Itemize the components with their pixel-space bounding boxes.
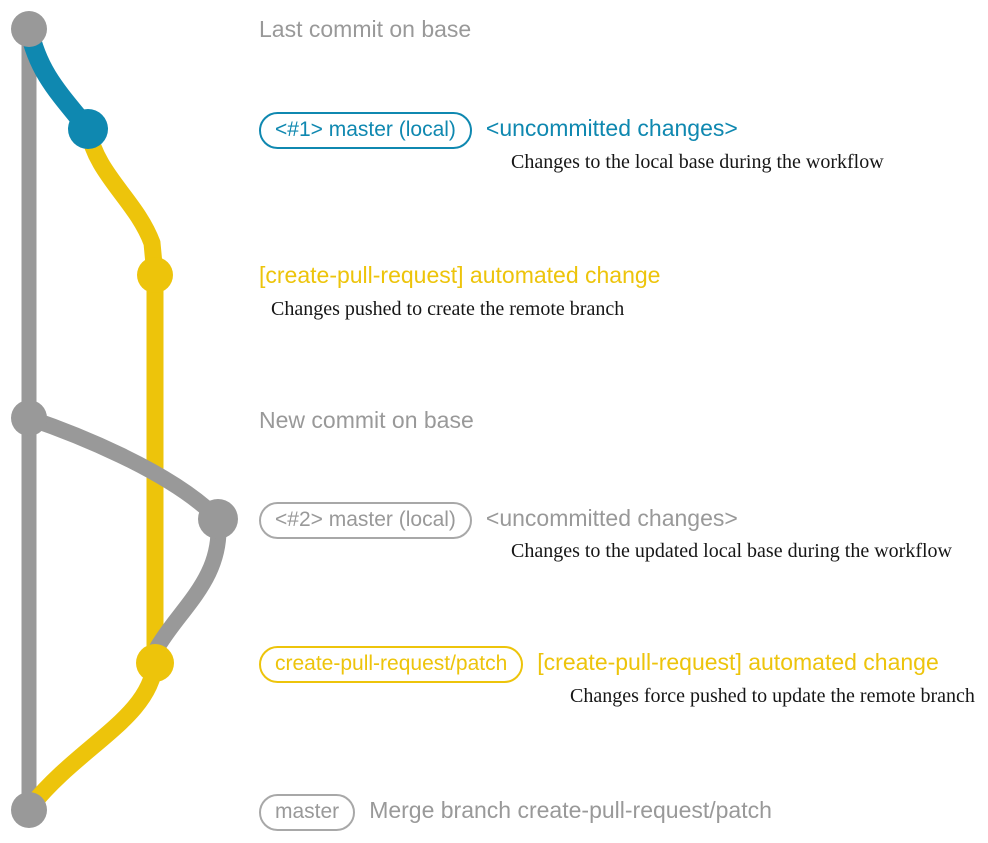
local-branch-line-2 — [21, 410, 226, 527]
headline-new-commit-on-base: New commit on base — [259, 407, 474, 433]
subtext-local-master-1: Changes to the local base during the wor… — [511, 151, 884, 173]
headline-merge-branch: Merge branch create-pull-request/patch — [369, 797, 772, 823]
branch-pill-local-master-2[interactable]: <#2> master (local) — [259, 502, 472, 539]
node-merge-commit — [11, 792, 47, 828]
row-new-commit-on-base: New commit on base — [259, 409, 474, 432]
headline-last-commit-on-base: Last commit on base — [259, 16, 472, 42]
headline-automated-change-2: [create-pull-request] automated change — [537, 649, 939, 675]
row-local-master-2: <#2> master (local) <uncommitted changes… — [259, 502, 738, 539]
node-local-commit-1 — [68, 109, 108, 149]
node-base-commit-top — [11, 11, 47, 47]
node-local-commit-2 — [198, 499, 238, 539]
row-automated-change-2: create-pull-request/patch [create-pull-r… — [259, 646, 939, 683]
headline-uncommitted-changes-2: <uncommitted changes> — [485, 505, 738, 531]
remote-branch-line-1 — [79, 120, 164, 672]
local-to-remote-line-2 — [149, 511, 227, 656]
row-merge-branch: master Merge branch create-pull-request/… — [259, 794, 772, 831]
branch-pill-create-pull-request-patch[interactable]: create-pull-request/patch — [259, 646, 524, 683]
commit-graph — [11, 11, 238, 828]
branch-pill-master[interactable]: master — [259, 794, 356, 831]
subtext-automated-change-2: Changes force pushed to update the remot… — [570, 685, 975, 707]
headline-uncommitted-changes-1: <uncommitted changes> — [485, 115, 738, 141]
node-remote-commit-1 — [137, 257, 173, 293]
subtext-automated-change-1: Changes pushed to create the remote bran… — [271, 298, 625, 320]
row-local-master-1: <#1> master (local) <uncommitted changes… — [259, 112, 738, 149]
headline-automated-change-1: [create-pull-request] automated change — [259, 262, 661, 288]
subtext-local-master-2: Changes to the updated local base during… — [511, 540, 952, 562]
row-automated-change-1: [create-pull-request] automated change — [259, 264, 660, 287]
branch-pill-local-master-1[interactable]: <#1> master (local) — [259, 112, 472, 149]
row-last-commit-on-base: Last commit on base — [259, 18, 471, 41]
merge-line — [22, 654, 164, 815]
node-remote-commit-2 — [136, 644, 174, 682]
node-base-commit-new — [11, 400, 47, 436]
